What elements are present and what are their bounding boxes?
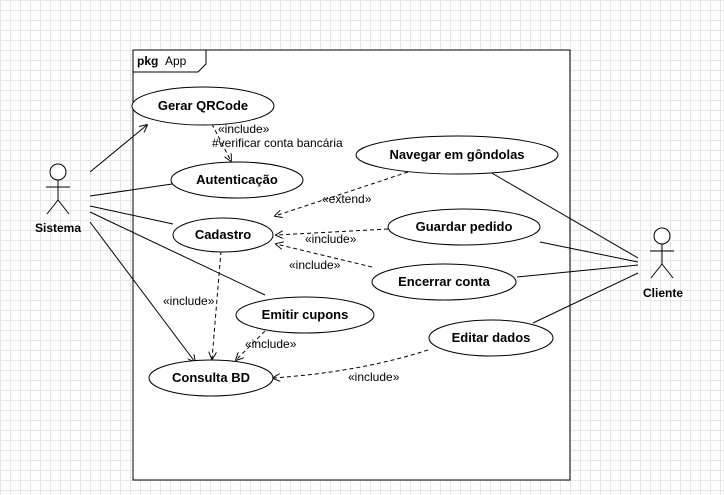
label-include-encerrar: «include» xyxy=(289,258,341,272)
actor-sistema-label: Sistema xyxy=(35,221,81,235)
include-editar-consulta xyxy=(273,349,429,378)
use-case-emitir-cupons[interactable]: Emitir cupons xyxy=(235,296,375,334)
assoc-sistema-consulta-bd xyxy=(89,221,195,362)
label-include-emitir-bd: «include» xyxy=(245,337,297,351)
use-case-navegar-gondolas[interactable]: Navegar em gôndolas xyxy=(355,135,559,175)
svg-text:Encerrar conta: Encerrar conta xyxy=(398,274,491,289)
extend-navegar-cadastro xyxy=(275,171,409,216)
label-include-qrcode-note: #verificar conta bancária xyxy=(212,136,343,150)
include-guardar-cadastro xyxy=(276,228,389,235)
use-case-gerar-qrcode[interactable]: Gerar QRCode xyxy=(131,86,275,126)
use-case-consulta-bd[interactable]: Consulta BD xyxy=(148,359,274,397)
dependencies xyxy=(211,123,429,378)
svg-text:Editar dados: Editar dados xyxy=(452,330,531,345)
use-case-guardar-pedido[interactable]: Guardar pedido xyxy=(387,208,541,246)
assoc-sistema-cadastro xyxy=(89,205,174,225)
associations-cliente xyxy=(489,171,639,324)
assoc-cliente-navegar xyxy=(489,171,639,259)
actor-cliente-head-icon xyxy=(653,227,671,245)
assoc-cliente-encerrar-conta xyxy=(516,264,639,278)
svg-text:Guardar pedido: Guardar pedido xyxy=(416,219,513,234)
use-case-cadastro[interactable]: Cadastro xyxy=(172,217,274,253)
include-qrcode-autenticacao xyxy=(211,123,231,161)
use-case-editar-dados[interactable]: Editar dados xyxy=(428,319,554,357)
use-case-autenticacao[interactable]: Autenticação xyxy=(170,161,304,199)
svg-text:Navegar em gôndolas: Navegar em gôndolas xyxy=(389,147,524,162)
actor-sistema-head-icon xyxy=(49,163,67,181)
label-include-qrcode: «include» xyxy=(218,122,270,136)
svg-text:Cadastro: Cadastro xyxy=(195,227,251,242)
label-include-editar-bd: «include» xyxy=(348,370,400,384)
svg-text:Autenticação: Autenticação xyxy=(196,172,278,187)
include-encerrar-cadastro xyxy=(276,244,373,268)
associations-sistema xyxy=(89,125,266,362)
actor-sistema[interactable] xyxy=(46,163,70,215)
label-include-cadastro-bd: «include» xyxy=(163,294,215,308)
assoc-sistema-gerar-qrcode xyxy=(89,125,147,173)
actor-cliente-label: Cliente xyxy=(643,286,683,300)
svg-text:Consulta BD: Consulta BD xyxy=(172,370,250,385)
label-extend-navegar: «extend» xyxy=(322,192,372,206)
package-name: App xyxy=(165,54,187,68)
use-case-encerrar-conta[interactable]: Encerrar conta xyxy=(371,263,517,301)
relation-labels: «include» #verificar conta bancária «ext… xyxy=(163,122,400,384)
actor-cliente[interactable] xyxy=(650,227,674,279)
svg-text:Emitir cupons: Emitir cupons xyxy=(262,307,349,322)
svg-text:Gerar QRCode: Gerar QRCode xyxy=(158,98,248,113)
label-include-guardar: «include» xyxy=(305,232,357,246)
assoc-cliente-editar-dados xyxy=(532,272,639,324)
assoc-sistema-emitir-cupons xyxy=(89,211,266,296)
package-keyword: pkg xyxy=(137,54,158,68)
assoc-sistema-autenticacao xyxy=(89,183,173,197)
assoc-cliente-guardar-pedido xyxy=(539,241,639,263)
